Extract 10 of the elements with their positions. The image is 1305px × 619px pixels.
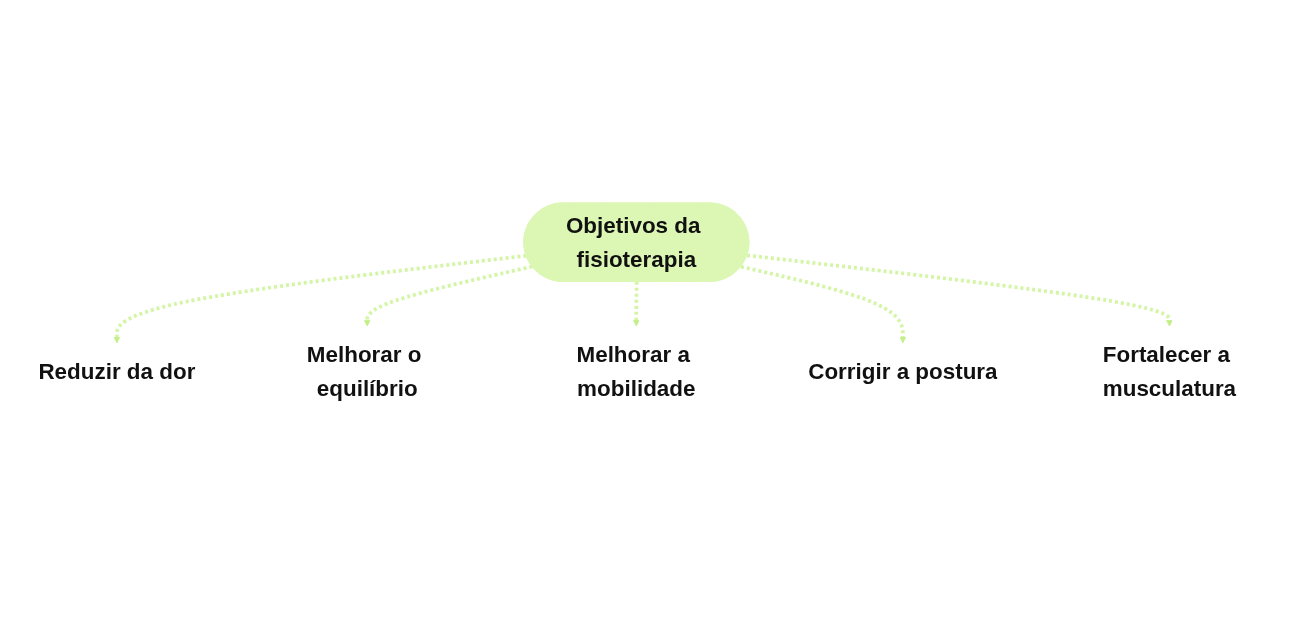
arrow [740, 264, 907, 344]
node-text: Corrigir a postura [808, 358, 998, 384]
node-text: Reduzir da dor [38, 358, 196, 384]
arrow [633, 281, 640, 327]
node-text: Melhorar o equilíbrio [306, 342, 422, 401]
arrow [363, 264, 533, 327]
node-text: Melhorar a mobilidade [576, 342, 696, 401]
arrow [746, 253, 1173, 327]
arrow [113, 253, 527, 344]
node-text: Fortalecer a musculatura [1102, 342, 1237, 401]
